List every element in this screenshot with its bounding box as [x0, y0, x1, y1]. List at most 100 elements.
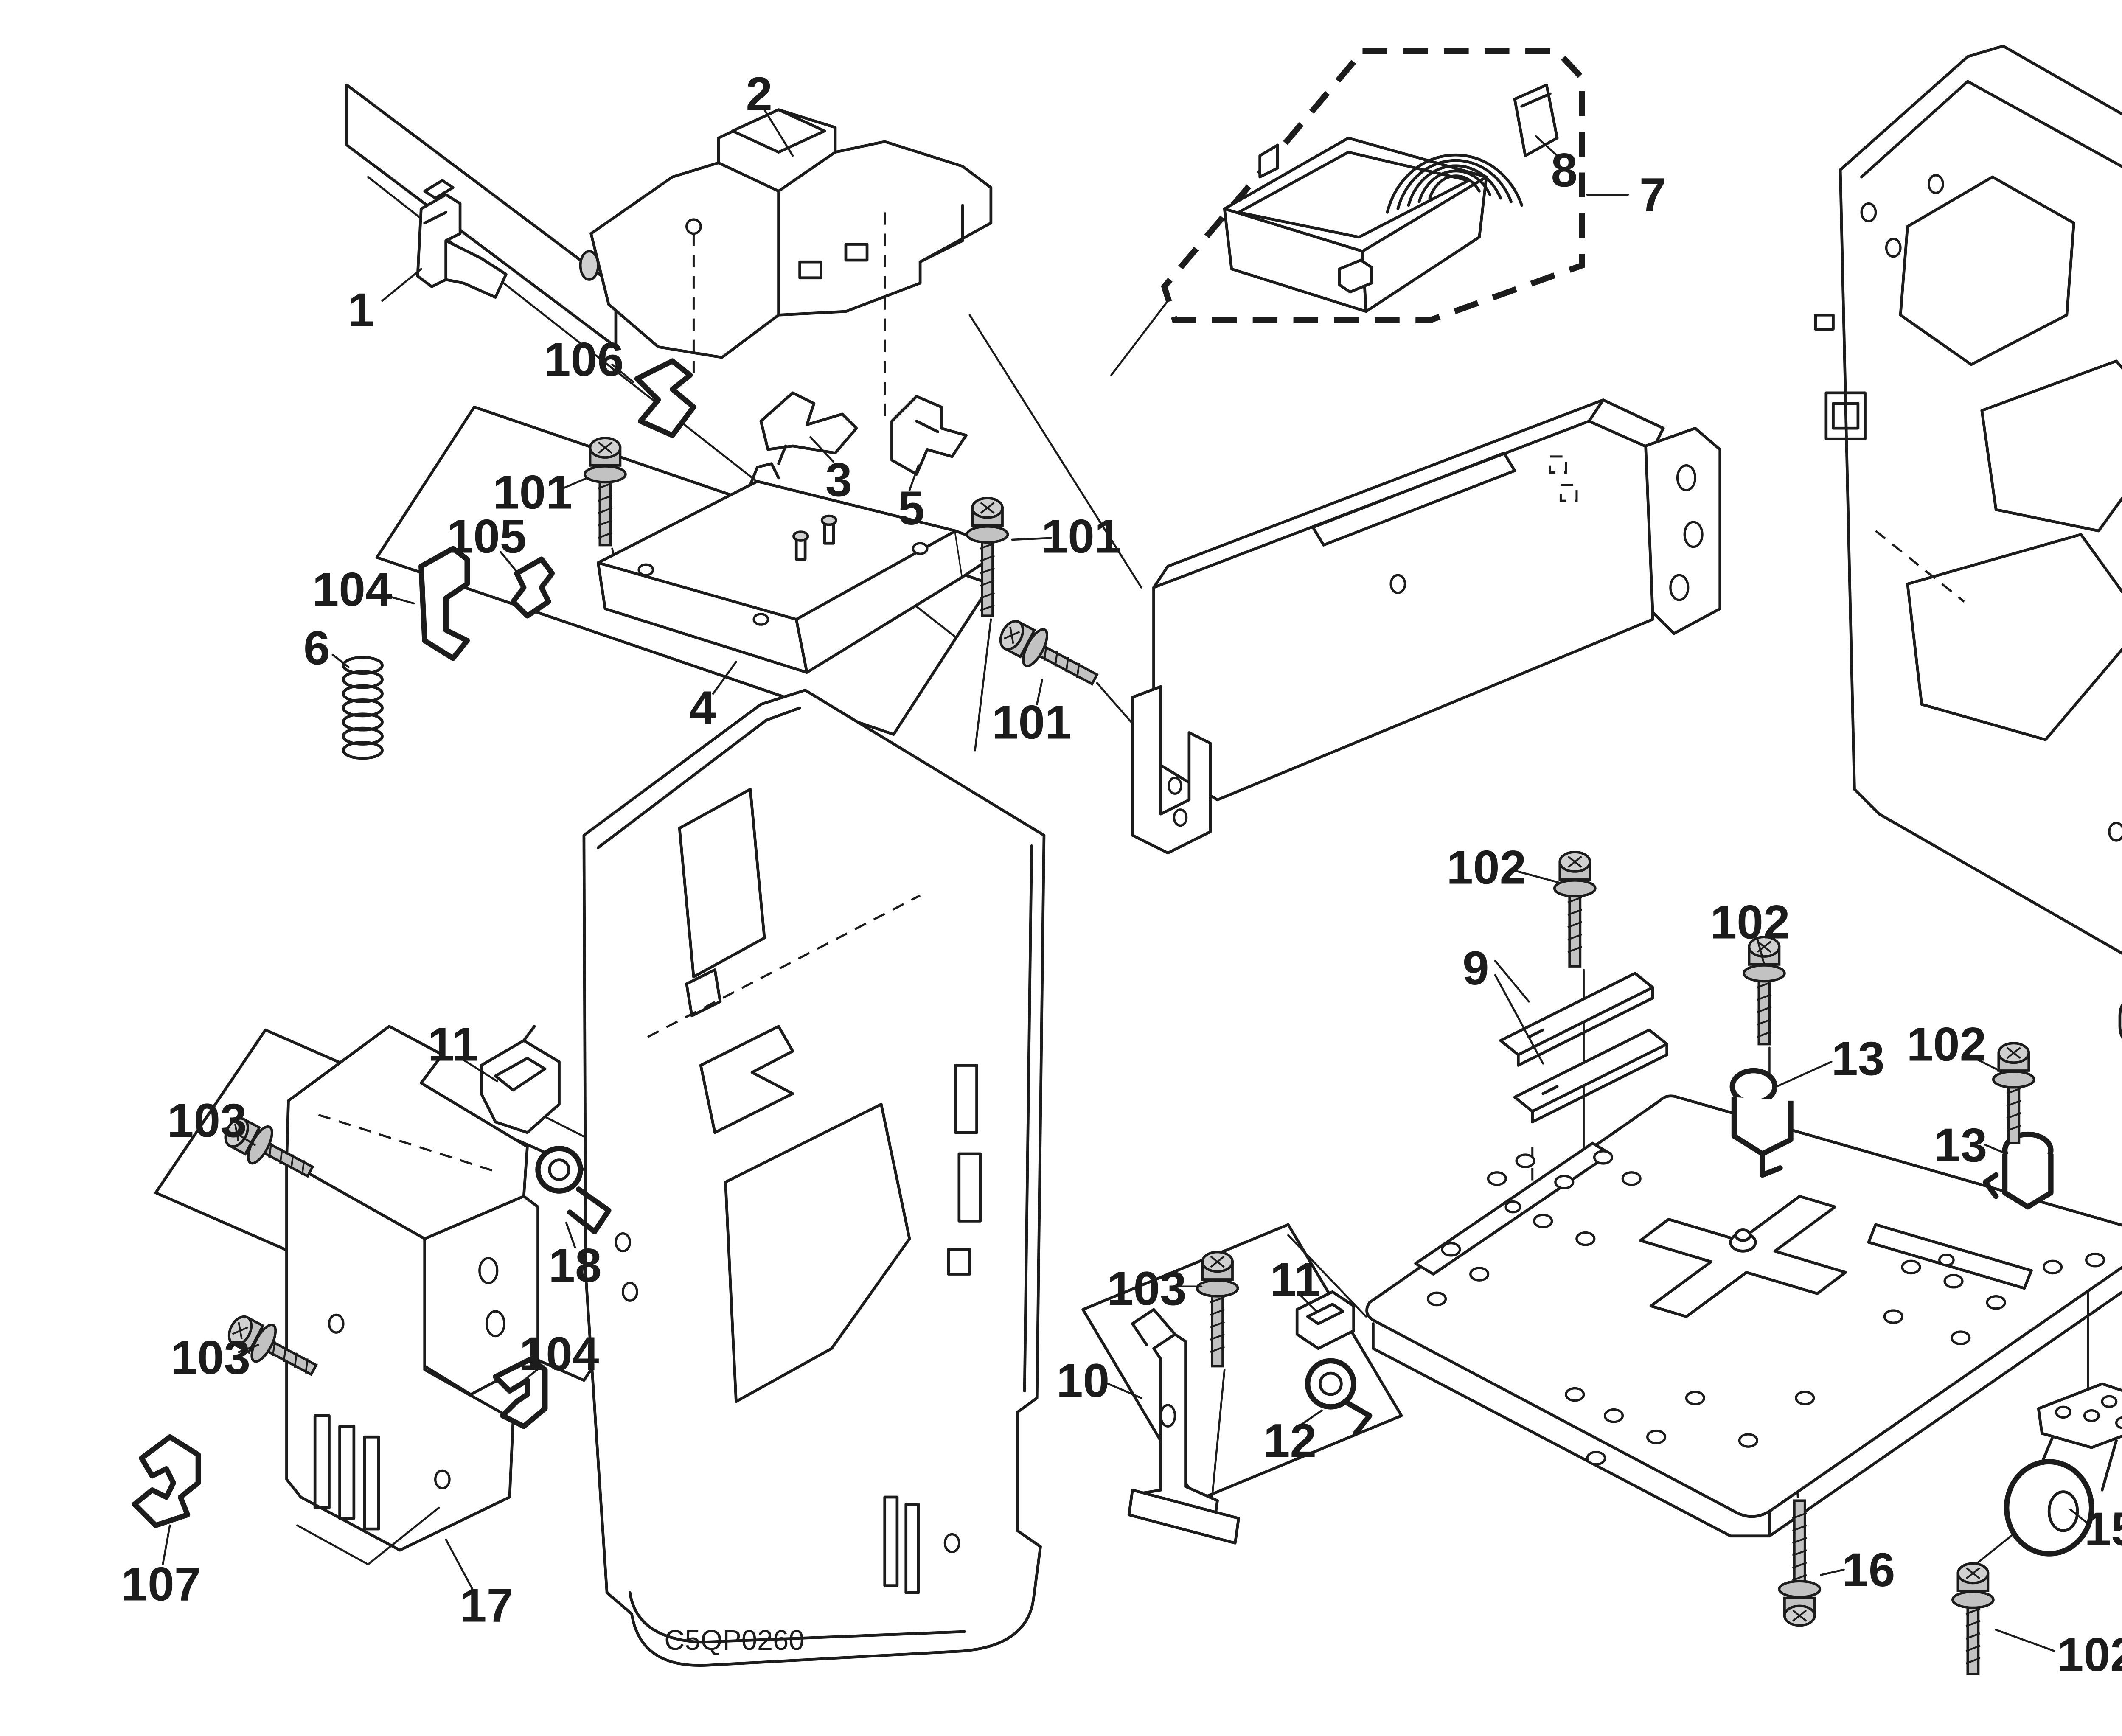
callout-leader-102: [1756, 937, 1766, 966]
callout-label-2: 2: [746, 67, 772, 121]
callout-leader-13: [1984, 1144, 2008, 1155]
screws-layer: [224, 437, 2035, 1675]
callout-leader-13: [1775, 1060, 1833, 1088]
film-8: [1513, 83, 1559, 157]
callout-leader-9: [1494, 974, 1544, 1065]
callout-label-15: 15: [2085, 1502, 2122, 1556]
part-2-assembly: [579, 108, 993, 416]
callout-label-11: 11: [1270, 1253, 1321, 1306]
callout-leader-106: [611, 363, 634, 384]
clip-104-b: [493, 1356, 548, 1429]
callout-label-6: 6: [303, 621, 330, 674]
controller-board-bracket: [1131, 398, 1722, 855]
callout-leader-103: [238, 1344, 260, 1353]
clip-12: [1305, 1358, 1373, 1436]
callout-label-13: 13: [1831, 1032, 1884, 1085]
callout-label-101: 101: [1041, 510, 1121, 563]
callout-label-106: 106: [544, 333, 624, 386]
callout-leader-11: [1298, 1293, 1318, 1313]
callout-leader-12: [1298, 1409, 1323, 1428]
callout-label-17: 17: [460, 1578, 513, 1632]
latch-11-a: [480, 1025, 561, 1134]
callout-leader-9: [1494, 960, 1530, 1003]
callout-label-102: 102: [1446, 840, 1526, 894]
callout-leader-104: [381, 593, 415, 605]
callout-label-5: 5: [898, 481, 925, 535]
callout-label-4: 4: [689, 681, 716, 735]
knob-13-a: [1729, 1068, 1794, 1178]
screw-102-b: [1743, 936, 1786, 1046]
callout-leader-6: [331, 653, 350, 668]
callout-label-10: 10: [1056, 1354, 1109, 1407]
callout-leader-10: [1103, 1381, 1142, 1399]
clip-105: [510, 556, 555, 619]
callout-leader-105: [500, 551, 518, 573]
callout-leader-16: [1820, 1568, 1845, 1576]
tray-part: [1223, 136, 1488, 313]
part-1-sensor: [416, 179, 508, 299]
callout-leader-104: [522, 1367, 541, 1382]
clamp-18: [535, 1146, 612, 1234]
cable-arch: [1386, 153, 1524, 214]
callout-label-101: 101: [992, 695, 1072, 749]
callout-leader-103: [234, 1131, 256, 1146]
callout-label-104: 104: [519, 1327, 599, 1380]
screw-102-e: [1951, 1562, 1995, 1675]
callout-label-3: 3: [825, 453, 852, 506]
rails-9: [1499, 972, 1668, 1124]
callout-leader-8: [1535, 135, 1558, 157]
callout-label-12: 12: [1263, 1414, 1316, 1467]
base-plate: [1365, 1094, 2122, 1538]
callout-label-101: 101: [493, 465, 573, 519]
callout-leader-17: [445, 1538, 474, 1590]
callout-leader-107: [162, 1524, 171, 1565]
callout-label-102: 102: [1906, 1017, 1986, 1071]
bracket-4: [596, 462, 985, 674]
clip-107: [132, 1434, 201, 1528]
callout-leader-15: [2069, 1508, 2089, 1525]
clip-104-a: [418, 546, 470, 661]
callout-leader-18: [565, 1222, 576, 1249]
screw-103-center: [1196, 1251, 1239, 1368]
callout-leader-2: [763, 109, 794, 157]
callout-label-103: 103: [171, 1331, 250, 1384]
callout-leader-101: [561, 477, 589, 490]
callout-leader-102: [1513, 869, 1562, 884]
callout-leader-1: [381, 268, 422, 302]
bolt-16: [1778, 1499, 1822, 1627]
callout-label-107: 107: [121, 1557, 201, 1610]
callout-label-103: 103: [167, 1094, 247, 1147]
callouts-layer: 1210610110510463541011018710310291021310…: [121, 67, 2122, 1681]
callout-leader-101: [1011, 537, 1052, 541]
callout-leader-101: [1036, 679, 1044, 706]
callout-label-18: 18: [548, 1239, 601, 1292]
callout-label-102: 102: [1710, 895, 1790, 949]
callout-leader-5: [908, 464, 920, 491]
screw-101-b: [966, 497, 1009, 617]
clamp-13-b: [1982, 1131, 2054, 1210]
callout-label-7: 7: [1639, 168, 1666, 222]
screw-102-a: [1553, 851, 1597, 968]
callout-label-16: 16: [1842, 1543, 1895, 1596]
bracket-10: [1127, 1308, 1240, 1545]
right-frame-panel: [1814, 45, 2122, 1040]
clip-106: [634, 358, 696, 438]
callout-label-8: 8: [1551, 143, 1577, 196]
screw-103-left-1: [224, 1117, 314, 1178]
caster-15: [2004, 1382, 2122, 1557]
option-enclosure-7: [1161, 48, 1585, 323]
callout-label-9: 9: [1462, 941, 1489, 995]
callout-label-105: 105: [447, 510, 527, 563]
screw-103-left-2: [227, 1315, 318, 1376]
callout-label-11: 11: [428, 1017, 478, 1071]
plane-part1: [345, 83, 618, 348]
bracket-17: [285, 1025, 539, 1566]
left-frame-panel: [582, 689, 1046, 1667]
part-3-lever: [759, 391, 858, 465]
callout-label-104: 104: [312, 563, 392, 616]
spring-6: [342, 656, 384, 760]
callout-leader-102: [1967, 1054, 2004, 1074]
callout-leader-11: [463, 1059, 498, 1083]
